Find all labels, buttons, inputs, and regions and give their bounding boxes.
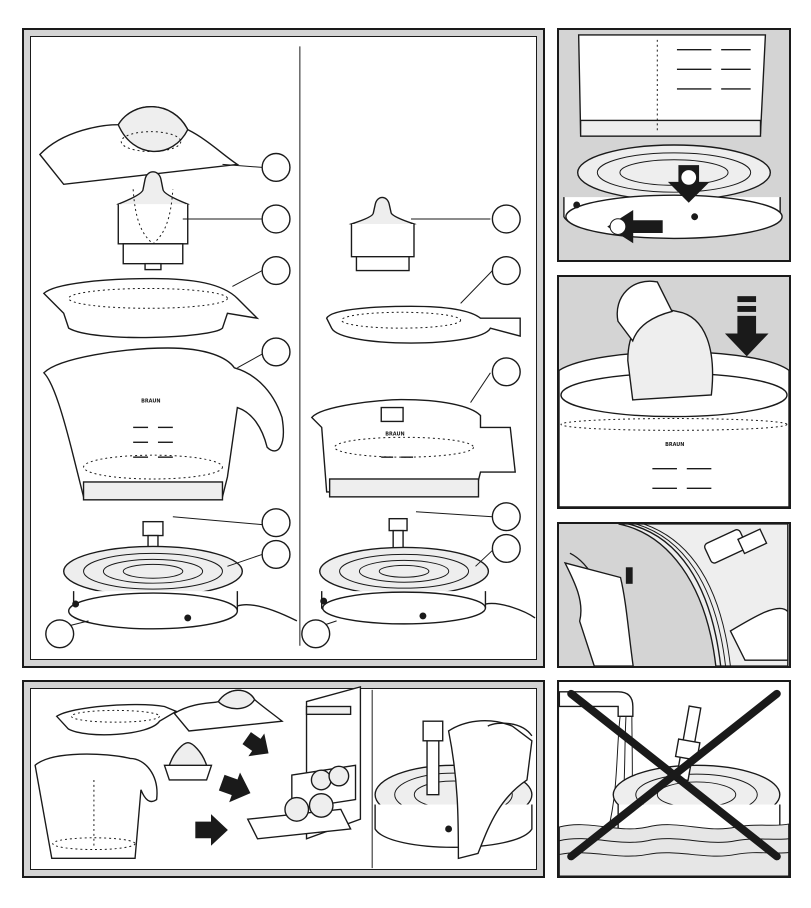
cleaning-illustration (24, 682, 543, 876)
callout-cone-left (262, 205, 290, 233)
callout-dust-cover-left (262, 153, 290, 181)
callout-base-left (262, 541, 290, 569)
juice-jug-small (35, 754, 157, 858)
juicing-cone-right (351, 197, 414, 270)
cord-storage-illustration (559, 524, 789, 666)
cord-storage-panel (557, 522, 791, 668)
no-water-illustration (559, 682, 789, 876)
callout-cone-right (492, 205, 520, 233)
arrow-down-icon (726, 297, 767, 356)
assembly-illustration: BRAUN (24, 30, 543, 666)
dust-cover-left (40, 107, 237, 185)
dust-cover-small (174, 690, 282, 731)
callout-sieve-left (262, 257, 290, 285)
brand-logo-right: BRAUN (385, 431, 404, 437)
callout-cord-left (46, 620, 74, 648)
brand-logo-left: BRAUN (141, 399, 160, 405)
brand-logo-press: BRAUN (665, 442, 684, 448)
callout-jug-left (262, 338, 290, 366)
arrow-right-icon (240, 728, 275, 763)
no-water-panel (557, 680, 791, 878)
pulp-sieve-small (57, 705, 177, 735)
pulp-sieve-right (327, 306, 521, 343)
press-fruit-panel: BRAUN (557, 275, 791, 509)
drive-shaft-right (389, 519, 407, 549)
assembly-panel: BRAUN (22, 28, 545, 668)
pulp-control-sieve-left (44, 279, 257, 338)
juicing-cone-small (164, 743, 211, 780)
hand-left (565, 563, 633, 666)
arrow-right-icon (196, 815, 227, 844)
callout-cord-right (302, 620, 330, 648)
cleaning-panel (22, 680, 545, 878)
callout-jug-right (492, 358, 520, 386)
juice-jug-left: BRAUN (44, 348, 283, 500)
remove-jug-illustration (559, 30, 789, 260)
callout-shaft-left (262, 509, 290, 537)
juicing-cone-large-left (118, 172, 187, 270)
callout-shaft-right (492, 503, 520, 531)
callout-base-right (492, 535, 520, 563)
press-fruit-illustration: BRAUN (559, 277, 789, 507)
motor-base-left (64, 546, 297, 628)
remove-jug-panel (557, 28, 791, 262)
callout-sieve-right (492, 257, 520, 285)
water-surface (559, 824, 788, 876)
arrow-right-icon (217, 769, 255, 807)
juice-jug-right: BRAUN (312, 400, 515, 497)
